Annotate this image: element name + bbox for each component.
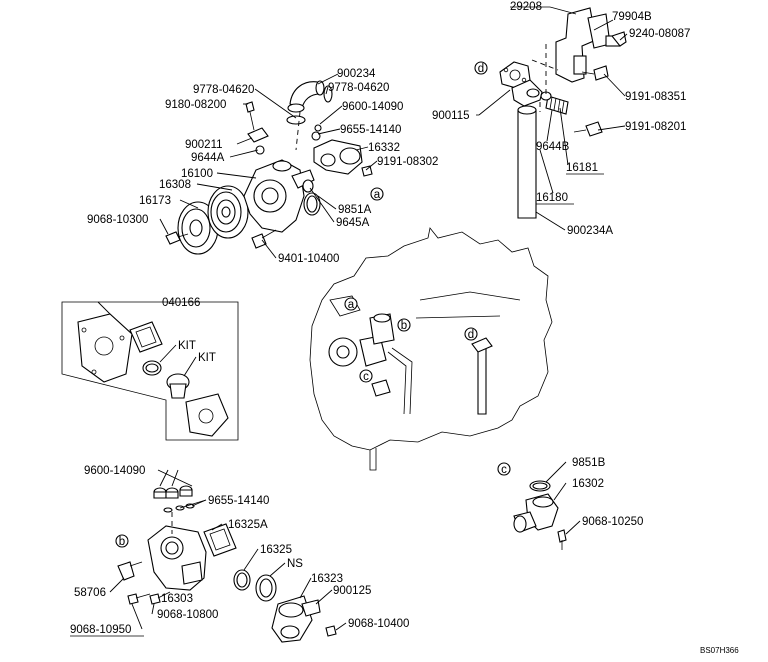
label-9068-10250: 9068-10250	[582, 516, 643, 528]
label-16303: 16303	[161, 593, 193, 605]
label-9778-04620-a: 9778-04620	[193, 84, 254, 96]
label-9851b: 9851B	[572, 457, 606, 469]
callout-a-top: a	[374, 189, 381, 201]
callout-d-top: d	[478, 63, 484, 75]
label-16302: 16302	[572, 478, 604, 490]
label-9068-10800: 9068-10800	[157, 609, 218, 621]
label-16173: 16173	[139, 195, 171, 207]
label-9191-08302: 9191-08302	[377, 156, 438, 168]
label-79904b: 79904B	[612, 11, 652, 23]
engine-outline	[309, 227, 553, 471]
callout-b-engine: b	[401, 320, 407, 332]
label-16181: 16181	[566, 162, 598, 174]
outlet-assembly	[513, 480, 567, 550]
label-9645a: 9645A	[336, 217, 370, 229]
label-16325: 16325	[260, 544, 292, 556]
callout-d-engine: d	[468, 329, 474, 341]
label-kit-1: KIT	[178, 340, 196, 352]
label-900211: 900211	[185, 139, 223, 151]
label-underlines	[70, 6, 604, 637]
thermostat-housing-assembly	[117, 485, 337, 643]
callout-a-engine: a	[348, 299, 355, 311]
label-900125: 900125	[333, 585, 371, 597]
label-900234: 900234	[337, 68, 376, 80]
label-58706: 58706	[74, 587, 106, 599]
callout-circles: d a a b d c b c	[115, 61, 511, 548]
label-9851a: 9851A	[338, 204, 372, 216]
label-16100: 16100	[181, 168, 213, 180]
label-9068-10300: 9068-10300	[87, 214, 148, 226]
label-16308: 16308	[159, 179, 191, 191]
label-9401-10400: 9401-10400	[278, 253, 339, 265]
label-9655-14140-top: 9655-14140	[340, 124, 401, 136]
leader-lines	[97, 6, 628, 631]
label-900234a: 900234A	[567, 225, 613, 237]
callout-c-bottom: c	[501, 464, 507, 476]
label-9644b: 9644B	[536, 141, 570, 153]
label-9068-10950: 9068-10950	[70, 624, 131, 636]
label-9600-14090-top: 9600-14090	[342, 101, 403, 113]
label-16325a: 16325A	[228, 519, 268, 531]
label-16332: 16332	[368, 142, 400, 154]
diagram-code: BS07H366	[700, 646, 739, 655]
callout-b-bottom: b	[119, 536, 125, 548]
label-9655-14140-bottom: 9655-14140	[208, 495, 269, 507]
label-9068-10400-bottom: 9068-10400	[348, 618, 409, 630]
label-kit-2: KIT	[198, 352, 216, 364]
label-9180-08200: 9180-08200	[165, 99, 226, 111]
label-040166: 040166	[162, 297, 200, 309]
label-9191-08351: 9191-08351	[625, 91, 686, 103]
label-9778-04620-b: 9778-04620	[328, 82, 389, 94]
kit-inset	[61, 301, 239, 441]
label-9644a: 9644A	[191, 152, 225, 164]
label-16323: 16323	[311, 573, 343, 585]
water-pump-assembly	[165, 80, 373, 255]
label-ns: NS	[287, 558, 303, 570]
callout-c-engine: c	[363, 371, 369, 383]
label-9600-14090-bottom: 9600-14090	[84, 465, 145, 477]
part-labels: 29208 79904B 9240-08087 9191-08351 90011…	[70, 1, 739, 655]
label-9240-08087: 9240-08087	[629, 28, 690, 40]
label-9191-08201: 9191-08201	[625, 121, 686, 133]
label-900115: 900115	[432, 110, 470, 122]
label-16180: 16180	[536, 192, 568, 204]
bracket-pipe-assembly	[499, 7, 627, 219]
